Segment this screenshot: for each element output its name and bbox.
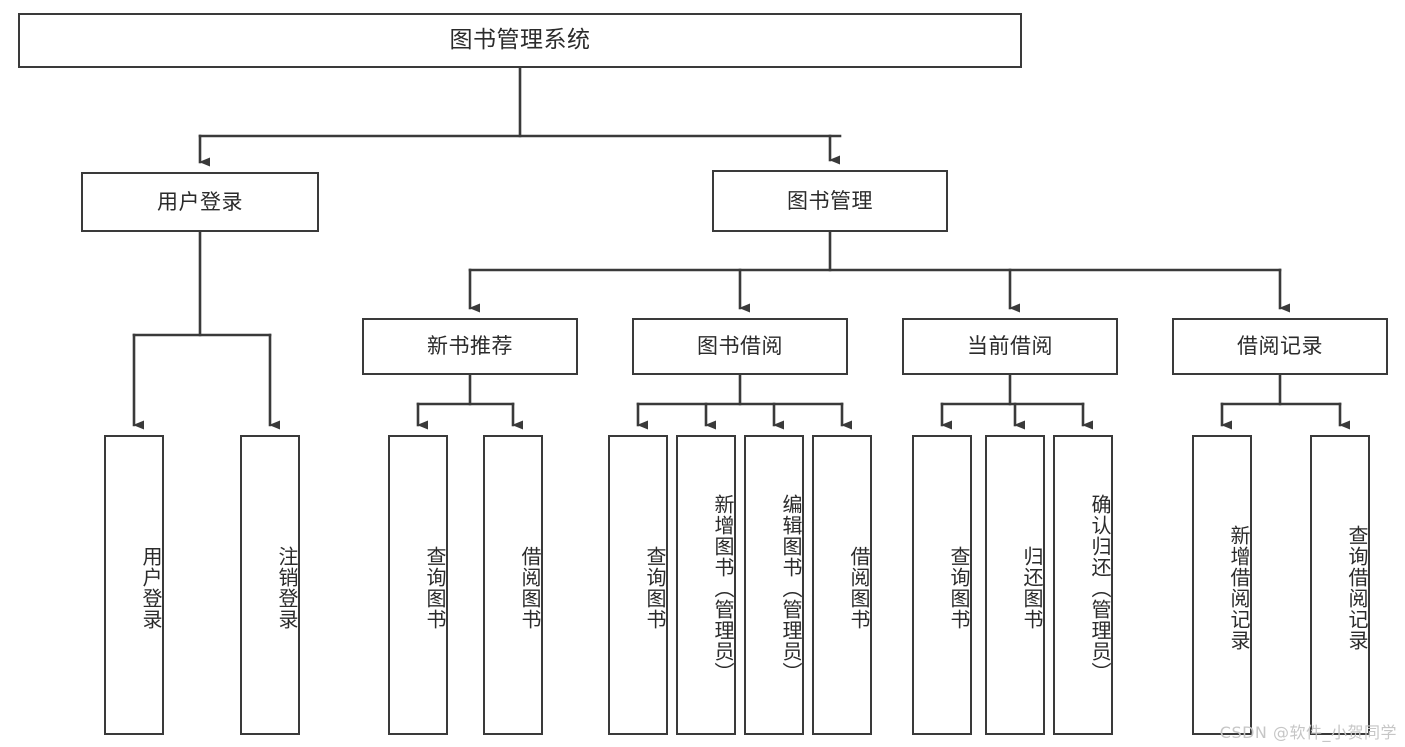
leaf-logout-label: 注销登录 [275,546,299,630]
node-book-management[interactable]: 图书管理 [712,170,948,232]
leaf-borrow-book-recommend-label: 借阅图书 [518,546,542,630]
leaf-query-book-current[interactable]: 查询图书 [912,435,972,735]
node-borrow-record[interactable]: 借阅记录 [1172,318,1388,375]
leaf-query-book-current-label: 查询图书 [947,546,971,630]
leaf-confirm-return-admin[interactable]: 确认归还（管理员） [1053,435,1113,735]
leaf-add-borrow-record-label: 新增借阅记录 [1227,525,1251,651]
leaf-user-login[interactable]: 用户登录 [104,435,164,735]
leaf-edit-book-admin-label: 编辑图书（管理员） [779,493,803,683]
node-user-login[interactable]: 用户登录 [81,172,319,232]
book-borrow-to-leaves-edges [636,373,852,430]
node-book-management-label: 图书管理 [787,188,873,213]
node-book-borrow[interactable]: 图书借阅 [632,318,848,375]
leaf-add-book-admin[interactable]: 新增图书（管理员） [676,435,736,735]
leaf-confirm-return-admin-label: 确认归还（管理员） [1088,493,1112,683]
leaf-add-borrow-record[interactable]: 新增借阅记录 [1192,435,1252,735]
leaf-query-book-borrow[interactable]: 查询图书 [608,435,668,735]
node-root-system-label: 图书管理系统 [449,26,591,53]
node-new-book-recommend[interactable]: 新书推荐 [362,318,578,375]
leaf-query-book-recommend[interactable]: 查询图书 [388,435,448,735]
borrow-record-to-leaves-edges [1220,373,1350,430]
csdn-watermark: CSDN @软件_小贺同学 [1219,723,1397,742]
user-login-to-leaves-edges [132,230,280,430]
leaf-query-book-recommend-label: 查询图书 [423,546,447,630]
node-root-system[interactable]: 图书管理系统 [18,13,1022,68]
new-book-recommend-to-leaves-edges [416,373,523,430]
leaf-query-borrow-record[interactable]: 查询借阅记录 [1310,435,1370,735]
leaf-return-book[interactable]: 归还图书 [985,435,1045,735]
leaf-borrow-book-recommend[interactable]: 借阅图书 [483,435,543,735]
leaf-add-book-admin-label: 新增图书（管理员） [711,493,735,683]
node-book-borrow-label: 图书借阅 [697,334,783,359]
leaf-borrow-book[interactable]: 借阅图书 [812,435,872,735]
node-new-book-recommend-label: 新书推荐 [427,334,513,359]
current-borrow-to-leaves-edges [940,373,1093,430]
node-user-login-label: 用户登录 [157,189,243,214]
leaf-query-book-borrow-label: 查询图书 [643,546,667,630]
leaf-user-login-label: 用户登录 [139,546,163,630]
leaf-return-book-label: 归还图书 [1020,546,1044,630]
leaf-borrow-book-label: 借阅图书 [847,546,871,630]
root-to-level1-edges [198,66,842,167]
leaf-edit-book-admin[interactable]: 编辑图书（管理员） [744,435,804,735]
leaf-query-borrow-record-label: 查询借阅记录 [1345,525,1369,651]
book-management-to-level2-edges [468,230,1290,313]
node-current-borrow[interactable]: 当前借阅 [902,318,1118,375]
leaf-logout[interactable]: 注销登录 [240,435,300,735]
node-borrow-record-label: 借阅记录 [1237,334,1323,359]
node-current-borrow-label: 当前借阅 [967,334,1053,359]
